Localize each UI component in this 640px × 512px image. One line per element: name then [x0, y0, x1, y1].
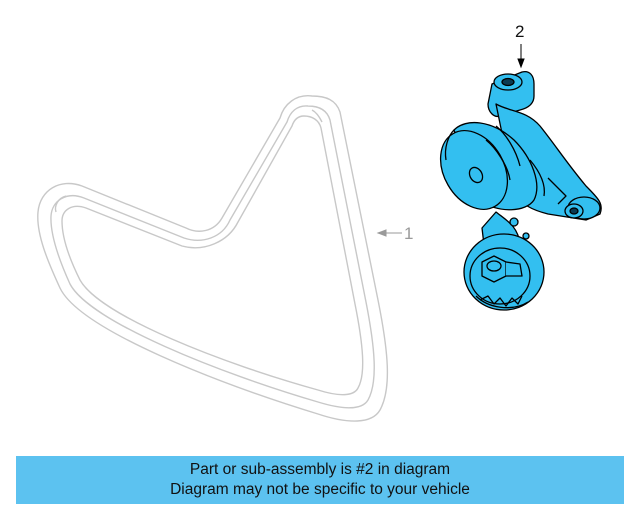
callout-number-1: 1	[404, 224, 414, 243]
serpentine-belt-icon	[37, 95, 389, 422]
parts-diagram	[37, 44, 602, 422]
callout-2-leader	[517, 44, 525, 69]
banner-line-disclaimer: Diagram may not be specific to your vehi…	[170, 481, 470, 498]
callout-1-leader	[376, 229, 402, 237]
info-banner: Part or sub-assembly is #2 in diagram Di…	[16, 456, 624, 504]
belt-tensioner-icon	[439, 70, 602, 311]
callout-number-2: 2	[515, 22, 525, 41]
banner-line-part-number: Part or sub-assembly is #2 in diagram	[189, 461, 451, 478]
